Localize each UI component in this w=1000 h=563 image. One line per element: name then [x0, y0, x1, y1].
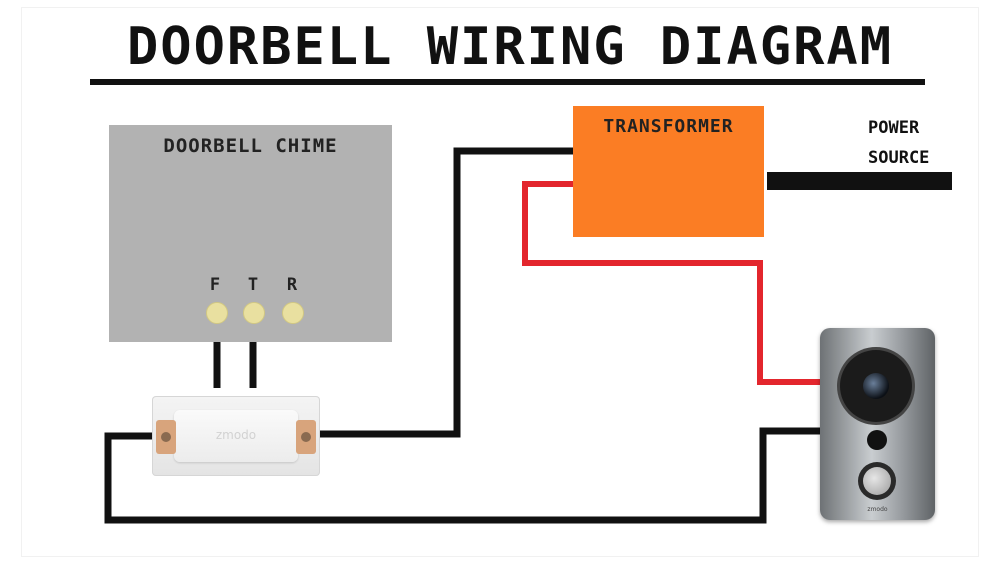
wire-chime-to-camera [104, 427, 820, 524]
power-source-line2: SOURCE [868, 148, 930, 168]
transformer-label: TRANSFORMER [603, 116, 734, 137]
power-source-line1: POWER [868, 118, 920, 138]
doorbell-button-face [863, 467, 891, 495]
title-underline [90, 79, 925, 85]
power-source-label: POWER SOURCE [868, 113, 958, 173]
terminal-label-t: T [247, 275, 259, 295]
chime-unit-cover: zmodo [174, 410, 298, 462]
wire-transformer-to-camera-red [522, 181, 820, 385]
transformer-box: TRANSFORMER [573, 106, 764, 237]
camera-sensor [867, 430, 887, 450]
chime-unit-brand: zmodo [215, 428, 257, 442]
diagram-title: DOORBELL WIRING DIAGRAM [126, 17, 894, 77]
chime-unit-left-screw [156, 420, 176, 454]
terminal-f [206, 302, 228, 324]
wire-chime-to-transformer [318, 147, 573, 438]
camera-lens-ring [840, 350, 912, 422]
terminal-r [282, 302, 304, 324]
doorbell-chime-box: DOORBELL CHIME F T R [109, 125, 392, 342]
camera-brand: zmodo [867, 506, 888, 513]
chime-label: DOORBELL CHIME [163, 135, 338, 157]
video-doorbell-icon: zmodo [820, 328, 935, 520]
doorbell-button [858, 462, 896, 500]
power-source-line [767, 172, 952, 190]
camera-lens [863, 373, 889, 399]
chime-unit-right-screw [296, 420, 316, 454]
doorbell-chime-unit-icon: zmodo [152, 396, 320, 476]
terminal-t [243, 302, 265, 324]
terminal-label-r: R [286, 275, 298, 295]
terminal-label-f: F [209, 275, 221, 295]
